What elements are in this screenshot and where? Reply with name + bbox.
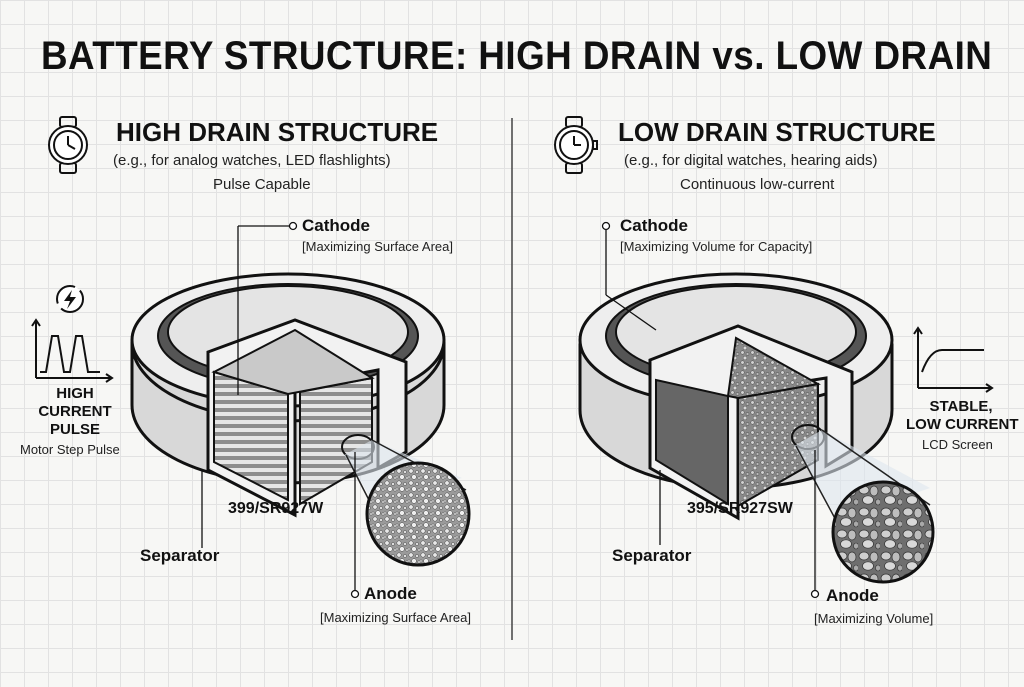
lightning-icon [56,285,84,313]
high-drain-capability: Pulse Capable [213,176,311,193]
high-cathode-note: [Maximizing Surface Area] [302,239,454,254]
high-anode-note: [Maximizing Surface Area] [320,610,472,625]
low-side-line-2: LOW CURRENT [906,416,1019,433]
low-anode-label: Anode [826,586,879,605]
low-drain-capability: Continuous low-current [680,176,835,193]
high-cathode-label: Cathode [302,216,370,235]
high-side-note: Motor Step Pulse [20,442,120,457]
high-model-number: 399/SR927W [228,500,324,517]
high-side-line-1: HIGH [56,385,94,402]
low-leader-lines [601,221,820,599]
high-side-line-3: PULSE [49,421,100,438]
low-separator-label: Separator [612,546,692,565]
page-title: BATTERY STRUCTURE: HIGH DRAIN vs. LOW DR… [40,34,993,78]
low-anode-note: [Maximizing Volume] [814,611,934,626]
low-side-line-1: STABLE, [929,398,993,415]
low-drain-examples: (e.g., for digital watches, hearing aids… [624,152,878,169]
high-separator-label: Separator [140,546,220,565]
low-cathode-label: Cathode [620,216,688,235]
low-drain-heading: LOW DRAIN STRUCTURE [618,117,936,147]
high-leader-lines [201,221,360,599]
low-model-number: 395/SR927SW [687,500,793,517]
stable-low-current-label: STABLE, LOW CURRENT [906,398,1019,434]
pulse-graph-icon [31,318,114,383]
steady-graph-icon [913,326,994,393]
low-drain-battery [578,272,935,584]
analog-watch-icon [48,116,88,174]
high-drain-heading: HIGH DRAIN STRUCTURE [116,117,439,147]
digital-watch-icon [554,116,598,174]
high-anode-label: Anode [364,584,417,603]
high-side-line-2: CURRENT [38,403,112,420]
high-drain-examples: (e.g., for analog watches, LED flashligh… [113,152,391,169]
high-drain-battery [130,272,471,567]
high-current-pulse-label: HIGH CURRENT PULSE [30,385,120,439]
low-side-note: LCD Screen [922,437,993,452]
low-cathode-note: [Maximizing Volume for Capacity] [620,239,813,254]
